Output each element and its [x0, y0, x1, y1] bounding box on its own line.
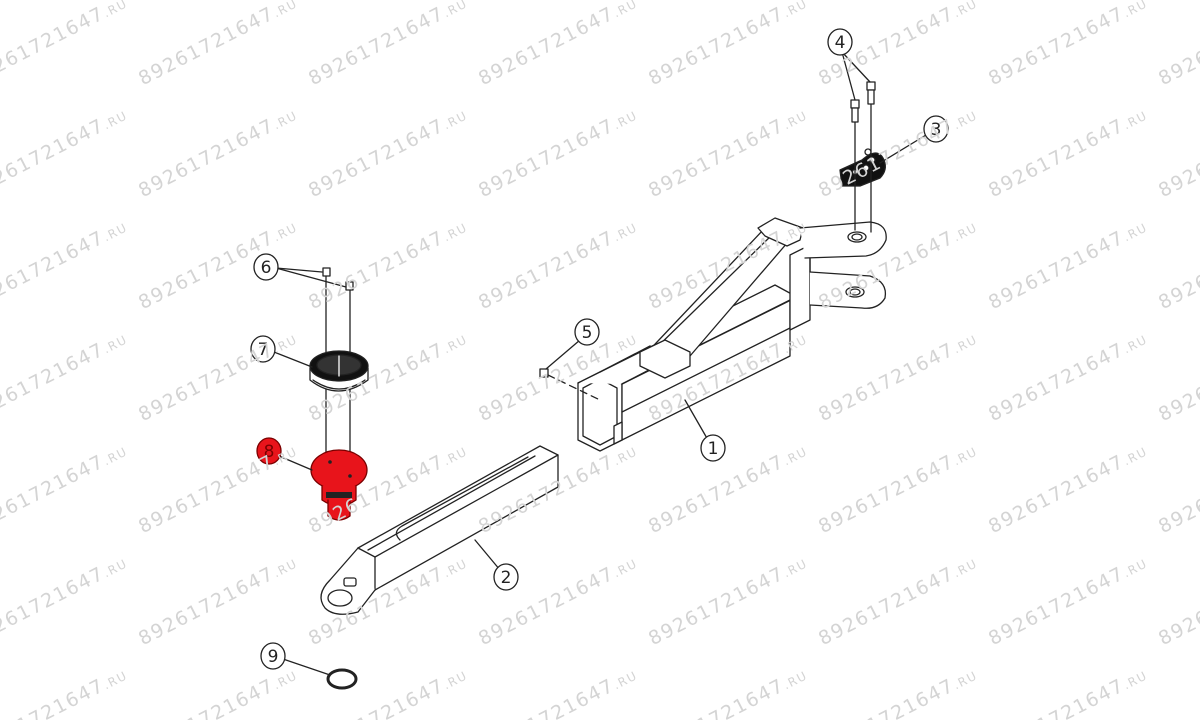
- part-9-ring[interactable]: [326, 668, 358, 690]
- callout-3: 3: [931, 120, 942, 140]
- callouts: [250, 28, 949, 676]
- callout-1: 1: [708, 439, 719, 459]
- callout-2: 2: [501, 568, 512, 588]
- part-4-bolts[interactable]: [850, 81, 876, 233]
- callout-4: 4: [835, 33, 846, 53]
- callout-8: 8: [264, 442, 275, 462]
- callout-5: 5: [582, 323, 593, 343]
- part-2-tongue[interactable]: [320, 445, 559, 615]
- callout-7: 7: [258, 340, 269, 360]
- callout-labels: 1 2 3 4 5 6 7 8 9: [258, 33, 942, 667]
- part-1-main-frame[interactable]: [577, 217, 887, 452]
- part-5-screw[interactable]: [539, 368, 601, 401]
- part-7-cap[interactable]: [309, 350, 369, 392]
- callout-6: 6: [261, 258, 272, 278]
- part-3-arc-bracket[interactable]: [839, 148, 886, 187]
- part-8-handle-knob[interactable]: [310, 449, 368, 521]
- callout-9: 9: [268, 647, 279, 667]
